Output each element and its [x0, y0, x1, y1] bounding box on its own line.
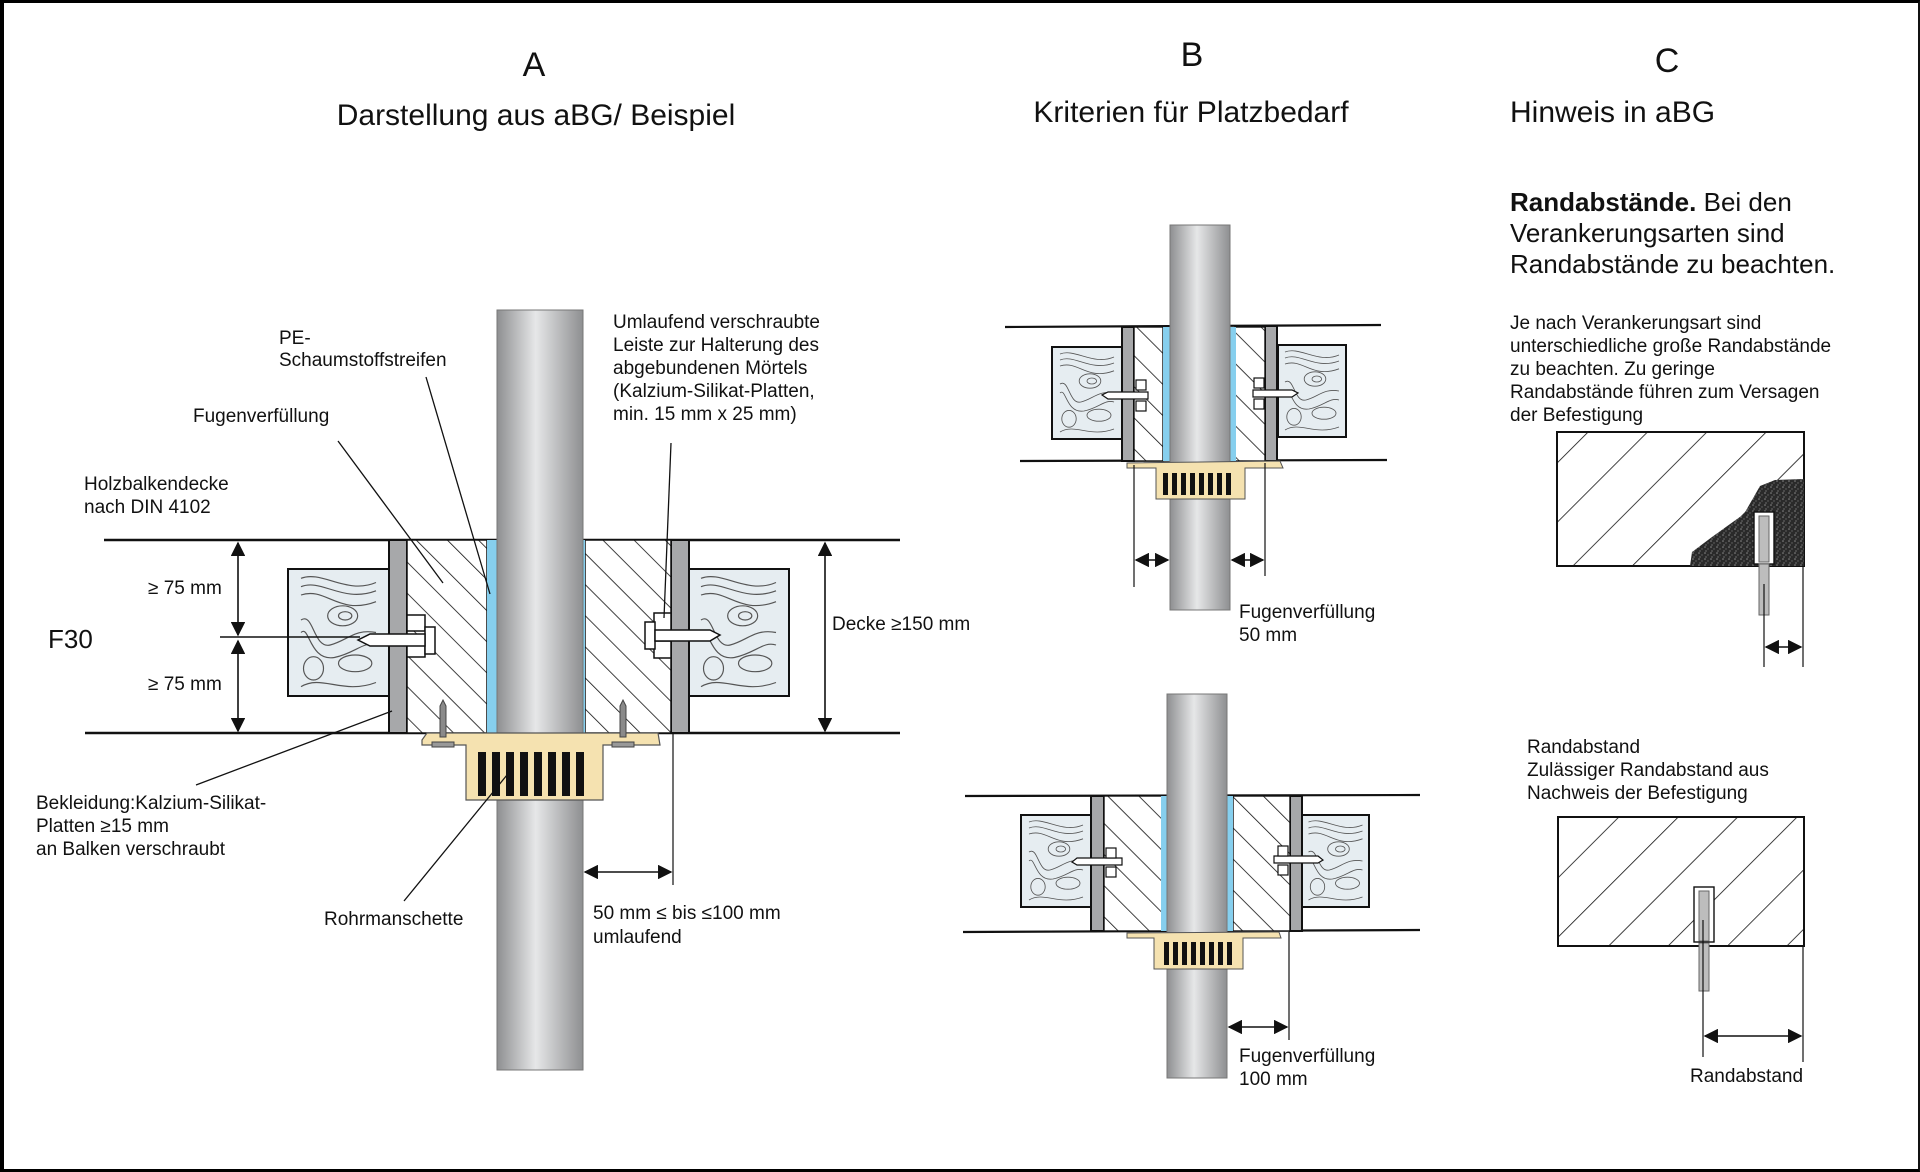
- label-fugenverfuellung: Fugenverfüllung: [193, 406, 329, 427]
- label-abstand-2: umlaufend: [593, 927, 682, 948]
- label-b-bottom-2: 100 mm: [1239, 1069, 1308, 1090]
- second-line-3: Nachweis der Befestigung: [1527, 783, 1748, 804]
- mortar-fill-left: [406, 539, 488, 734]
- intro-rest: Bei den: [1696, 187, 1791, 217]
- note-line-5: der Befestigung: [1510, 405, 1643, 426]
- note-line-3: zu beachten. Zu geringe: [1510, 359, 1715, 380]
- label-dim-upper: ≥ 75 mm: [148, 578, 222, 599]
- label-pe: PE-: [279, 328, 311, 349]
- label-f30: F30: [48, 624, 93, 654]
- panel-a-diagram: [85, 309, 900, 1071]
- panel-b-title: Kriterien für Platzbedarf: [1033, 96, 1349, 129]
- note-line-4: Randabstände führen zum Versagen: [1510, 382, 1820, 403]
- label-abstand-1: 50 mm ≤ bis ≤100 mm: [593, 903, 781, 924]
- panel-b-diagram-100mm: [962, 693, 1421, 1079]
- panel-b: B Kriterien für Platzbedarf: [962, 36, 1421, 1090]
- intro-line-1: Randabstände. Bei den: [1510, 187, 1792, 217]
- note-line-2: unterschiedliche große Randabstände: [1510, 336, 1831, 357]
- second-line-1: Randabstand: [1527, 737, 1640, 758]
- panel-c-letter: C: [1655, 42, 1680, 80]
- label-leiste-5: min. 15 mm x 25 mm): [613, 404, 797, 425]
- anchor-bolt-right: [644, 612, 722, 659]
- panel-c: C Hinweis in aBG Randabstände. Bei den V…: [1510, 42, 1835, 1087]
- pipe-collar: [421, 698, 661, 801]
- label-b-top-1: Fugenverfüllung: [1239, 602, 1375, 623]
- intro-line-2: Verankerungsarten sind: [1510, 218, 1785, 248]
- panel-a-title: Darstellung aus aBG/ Beispiel: [337, 99, 736, 132]
- randabstand-dim-label: Randabstand: [1690, 1066, 1803, 1087]
- pipe: [496, 309, 584, 1071]
- label-leiste-4: (Kalzium-Silikat-Platten,: [613, 381, 815, 402]
- panel-b-letter: B: [1181, 36, 1204, 74]
- pipe-b-top: [1169, 224, 1231, 611]
- panel-a: A Darstellung aus aBG/ Beispiel: [36, 46, 970, 1071]
- leader-lines: [195, 376, 672, 902]
- label-b-bottom-1: Fugenverfüllung: [1239, 1046, 1375, 1067]
- label-b-top-2: 50 mm: [1239, 625, 1297, 646]
- label-leiste-2: Leiste zur Halterung des: [613, 335, 819, 356]
- panel-a-letter: A: [523, 46, 546, 84]
- note-line-1: Je nach Verankerungsart sind: [1510, 313, 1761, 334]
- label-rohrmanschette: Rohrmanschette: [324, 909, 463, 930]
- label-leiste-3: abgebundenen Mörtels: [613, 358, 807, 379]
- anchor-correct-diagram: [1557, 816, 1805, 1062]
- label-decke: Decke ≥150 mm: [832, 614, 970, 635]
- label-bekleidung-2: Platten ≥15 mm: [36, 816, 169, 837]
- label-bekleidung-3: an Balken verschraubt: [36, 839, 226, 860]
- pipe-b-bottom: [1166, 693, 1228, 1079]
- panel-b-diagram-50mm: [1004, 224, 1388, 611]
- second-line-2: Zulässiger Randabstand aus: [1527, 760, 1769, 781]
- label-pe-foam: Schaumstoffstreifen: [279, 350, 447, 371]
- label-holzbalkendecke: Holzbalkendecke: [84, 474, 229, 495]
- anchor-failure-diagram: [1556, 431, 1805, 667]
- anchor-bolt-left: [356, 614, 436, 658]
- panel-c-title: Hinweis in aBG: [1510, 96, 1715, 129]
- foam-strip-left: [487, 540, 497, 733]
- label-dim-lower: ≥ 75 mm: [148, 674, 222, 695]
- intro-line-3: Randabstände zu beachten.: [1510, 249, 1835, 279]
- label-din: nach DIN 4102: [84, 497, 211, 518]
- label-leiste-1: Umlaufend verschraubte: [613, 312, 820, 333]
- intro-bold: Randabstände.: [1510, 187, 1696, 217]
- label-bekleidung-1: Bekleidung:Kalzium-Silikat-: [36, 793, 266, 814]
